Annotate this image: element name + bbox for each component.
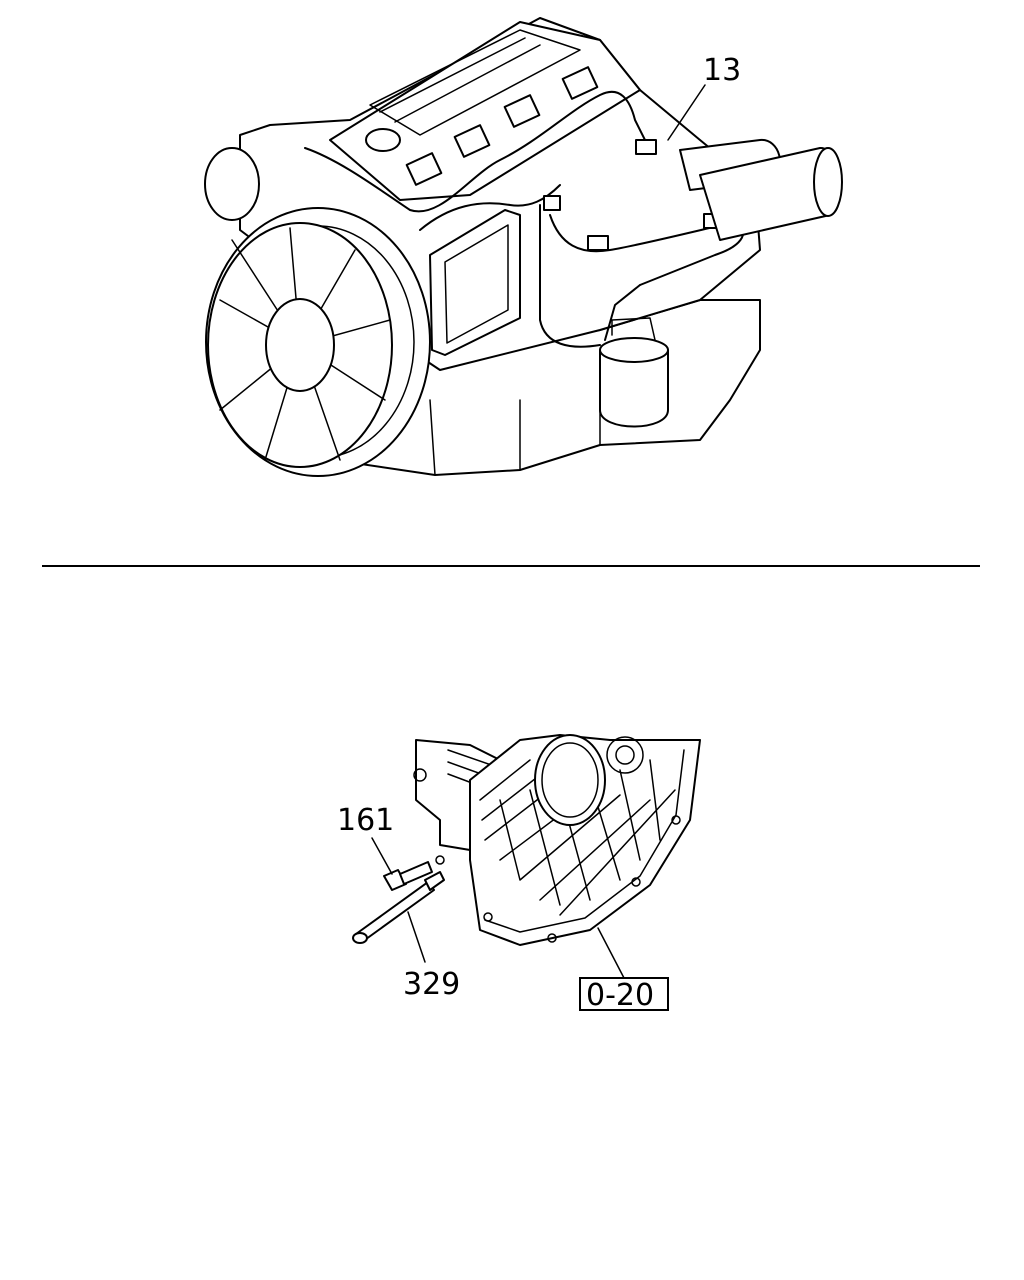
- leader-line-0-20: [597, 927, 625, 979]
- callout-label-329: 329: [403, 967, 460, 1002]
- callout-13: 13: [667, 53, 741, 141]
- callout-label-13: 13: [703, 53, 741, 88]
- leader-line-329: [407, 911, 426, 963]
- reference-label: 0-20: [586, 978, 654, 1013]
- callout-161: 161: [337, 803, 394, 875]
- reference-0-20: 0-20: [579, 927, 669, 1013]
- rod-329-illustration: [352, 855, 445, 944]
- bolt-161-illustration: [383, 861, 433, 891]
- flywheel-housing-illustration: [413, 734, 701, 946]
- leader-line-161: [371, 837, 393, 875]
- leader-line-13: [667, 84, 706, 141]
- reference-box: [579, 977, 669, 1011]
- callout-label-161: 161: [337, 803, 394, 838]
- engine-assembly-illustration: [204, 17, 843, 477]
- callout-329: 329: [403, 911, 460, 1002]
